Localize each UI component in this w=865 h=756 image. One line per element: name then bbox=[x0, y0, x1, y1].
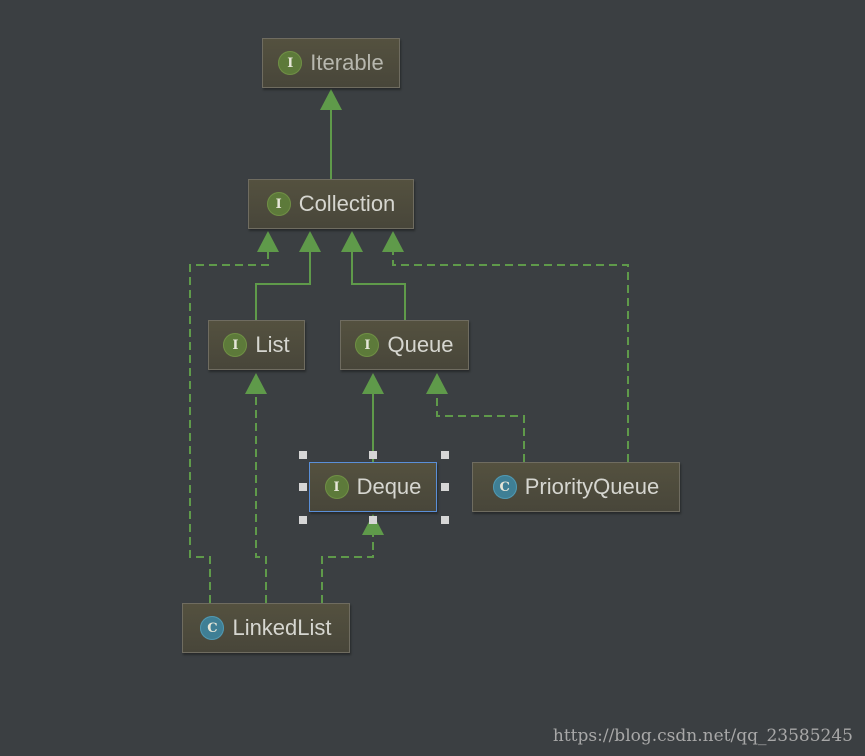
interface-icon: I bbox=[355, 333, 380, 357]
node-iterable[interactable]: I Iterable bbox=[262, 38, 400, 88]
resize-handle-top-right[interactable] bbox=[441, 451, 449, 459]
resize-handle-top-center[interactable] bbox=[369, 451, 377, 459]
node-list[interactable]: I List bbox=[208, 320, 305, 370]
arrowhead-collection-b bbox=[299, 231, 321, 252]
resize-handle-bottom-center[interactable] bbox=[369, 516, 377, 524]
node-queue[interactable]: I Queue bbox=[340, 320, 469, 370]
interface-icon: I bbox=[223, 333, 248, 357]
edge-priorityqueue-implements-queue bbox=[436, 392, 525, 462]
interface-icon: I bbox=[324, 475, 349, 499]
edge-linkedlist-implements-list bbox=[255, 392, 267, 603]
node-linkedlist[interactable]: C LinkedList bbox=[182, 603, 350, 653]
resize-handle-middle-left[interactable] bbox=[299, 483, 307, 491]
resize-handle-bottom-left[interactable] bbox=[299, 516, 307, 524]
arrowhead-iterable bbox=[320, 89, 342, 110]
node-collection[interactable]: I Collection bbox=[248, 179, 414, 229]
node-deque-label: Deque bbox=[356, 474, 422, 499]
edge-linkedlist-implements-collection bbox=[189, 250, 269, 603]
edge-list-extends-collection bbox=[255, 250, 311, 320]
edge-queue-extends-collection bbox=[351, 250, 406, 320]
resize-handle-middle-right[interactable] bbox=[441, 483, 449, 491]
interface-icon: I bbox=[278, 51, 303, 75]
resize-handle-bottom-right[interactable] bbox=[441, 516, 449, 524]
watermark-url: https://blog.csdn.net/qq_23585245 bbox=[552, 726, 853, 746]
node-queue-label: Queue bbox=[387, 332, 454, 357]
arrowhead-queue-a bbox=[362, 373, 384, 394]
node-priorityqueue-label: PriorityQueue bbox=[524, 474, 660, 499]
arrowhead-collection-c bbox=[341, 231, 363, 252]
class-icon: C bbox=[200, 616, 225, 640]
class-icon: C bbox=[492, 475, 517, 499]
node-collection-label: Collection bbox=[298, 191, 396, 216]
node-priorityqueue[interactable]: C PriorityQueue bbox=[472, 462, 680, 512]
interface-icon: I bbox=[266, 192, 291, 216]
node-list-label: List bbox=[255, 332, 290, 357]
node-deque[interactable]: I Deque bbox=[309, 462, 437, 512]
arrowhead-collection-d bbox=[382, 231, 404, 252]
node-iterable-label: Iterable bbox=[310, 50, 384, 75]
resize-handle-top-left[interactable] bbox=[299, 451, 307, 459]
edge-linkedlist-implements-deque bbox=[321, 533, 374, 603]
arrowhead-list bbox=[245, 373, 267, 394]
arrowhead-queue-b bbox=[426, 373, 448, 394]
arrowhead-collection-a bbox=[257, 231, 279, 252]
node-linkedlist-label: LinkedList bbox=[232, 615, 332, 640]
